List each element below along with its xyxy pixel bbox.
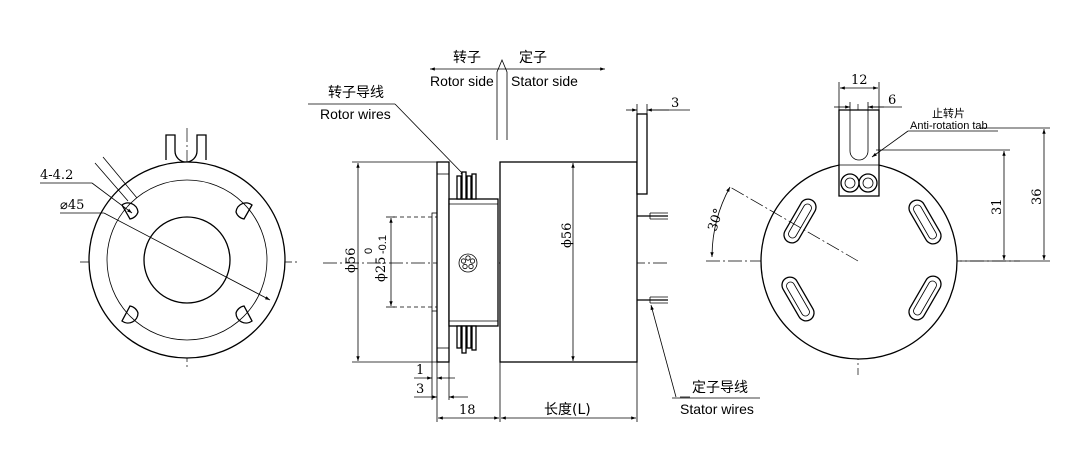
- rotor-lip: [431, 212, 438, 312]
- rear-terminal-tr: [908, 199, 942, 245]
- through-bore-symbol: [458, 253, 478, 273]
- rear-angle-label: 30°: [706, 207, 727, 234]
- dim-body-diameter: ϕ56: [560, 223, 575, 248]
- dim-bore-tol-upper: 0: [363, 248, 375, 254]
- stator-wires-cn-label: 定子导线: [692, 380, 748, 396]
- rear-view: 30° 12 6 止转片 Anti-rotation tab 31 36: [706, 73, 1050, 375]
- anti-rotation-plate: [636, 113, 648, 195]
- stator-body: [499, 161, 638, 363]
- stator-cn-label: 定子: [519, 50, 547, 66]
- rear-terminal-br: [908, 275, 942, 321]
- stator-wires-label: Stator wires: [680, 401, 754, 417]
- anti-rotation-tab-label: Anti-rotation tab: [910, 120, 988, 132]
- front-hole-br: [235, 305, 253, 324]
- stator-side-label: Stator side: [511, 73, 578, 89]
- front-outer-circle: [88, 161, 286, 359]
- front-hole-tr: [235, 202, 253, 220]
- rotor-cn-label: 转子: [453, 50, 481, 66]
- rotor-side-label: Rotor side: [430, 73, 494, 89]
- dim-height-31: 31: [990, 198, 1005, 215]
- dim-lip-1: 1: [416, 363, 424, 378]
- front-diameter-label: ⌀45: [60, 198, 84, 213]
- front-view: 4-4.2 ⌀45: [40, 128, 298, 368]
- stator-wires-bottom: [637, 296, 668, 304]
- anti-rotation-tab-cn: 止转片: [932, 106, 965, 120]
- stator-wires-top: [637, 212, 668, 220]
- rotor-flange: [436, 161, 450, 363]
- dim-bore-diameter: ϕ25: [374, 257, 389, 282]
- dim-slot-width: 6: [888, 93, 896, 108]
- split-break-line: [496, 58, 508, 140]
- dim-flange-diameter: ϕ56: [344, 248, 359, 273]
- front-hole-bl: [121, 305, 139, 324]
- front-slot-tab: [165, 134, 207, 163]
- rotor-wires-label: Rotor wires: [320, 106, 391, 122]
- rear-tab-hole-right: [858, 173, 878, 193]
- dim-flange-3: 3: [416, 382, 424, 397]
- rotor-hub: [448, 198, 499, 327]
- front-bore-circle: [143, 216, 231, 304]
- dim-rotor-18: 18: [459, 403, 476, 418]
- rear-30deg-line: [729, 186, 859, 262]
- rear-tab-slot: [849, 110, 869, 161]
- rear-terminal-tl: [783, 198, 817, 244]
- front-hole-tl: [121, 202, 139, 220]
- front-hole-spec: 4-4.2: [40, 168, 73, 183]
- dim-tab-width: 12: [851, 73, 868, 88]
- rotor-wire-bundle-top: [456, 171, 477, 200]
- dim-length: 长度(L): [544, 402, 591, 418]
- dim-plate-thickness: 3: [671, 96, 679, 111]
- dim-height-36: 36: [1030, 188, 1045, 205]
- dim-bore-tol-lower: -0.1: [377, 235, 389, 254]
- rotor-wires-cn-label: 转子导线: [328, 85, 384, 101]
- side-view: 转子 定子 Rotor side Stator side 转子导线 Rotor …: [308, 50, 760, 422]
- rear-terminal-bl: [781, 276, 815, 322]
- front-bolt-circle: [106, 179, 268, 341]
- rear-angle-arc: [710, 186, 731, 258]
- rotor-wire-bundle-bottom: [456, 325, 477, 354]
